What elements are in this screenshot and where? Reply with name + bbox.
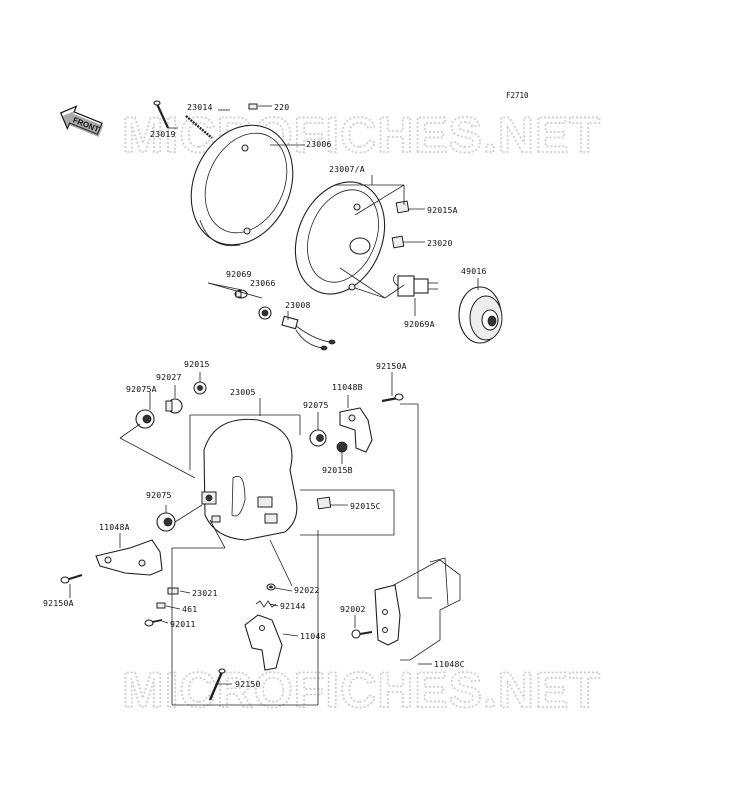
part-92022-washer bbox=[266, 583, 276, 591]
part-92027-collar bbox=[165, 398, 183, 414]
part-92015C-nut bbox=[316, 496, 332, 510]
label-11048C: 11048C bbox=[434, 659, 465, 669]
part-11048B-bracket bbox=[339, 407, 373, 453]
part-23021 bbox=[167, 587, 179, 595]
label-23008: 23008 bbox=[285, 300, 311, 310]
label-92015C: 92015C bbox=[350, 501, 381, 511]
part-92144-spring bbox=[255, 600, 277, 608]
watermark-top: MICROFICHES.NET bbox=[122, 107, 601, 163]
label-23020: 23020 bbox=[427, 238, 453, 248]
part-92150A-bolt-top bbox=[381, 393, 404, 403]
label-220: 220 bbox=[274, 102, 289, 112]
label-92075-left: 92075 bbox=[146, 490, 172, 500]
part-23019-screw bbox=[153, 100, 169, 129]
part-11048A-bracket bbox=[95, 539, 163, 576]
label-11048: 11048 bbox=[300, 631, 326, 641]
label-92150A-left: 92150A bbox=[43, 598, 74, 608]
label-11048A: 11048A bbox=[99, 522, 130, 532]
label-23006: 23006 bbox=[306, 139, 332, 149]
part-92150-bolt bbox=[208, 668, 226, 701]
label-92015A: 92015A bbox=[427, 205, 458, 215]
front-arrow-icon: FRONT bbox=[59, 105, 104, 137]
label-23007A: 23007/A bbox=[329, 164, 365, 174]
part-220 bbox=[248, 103, 258, 110]
part-23006-rim bbox=[190, 124, 294, 247]
part-23007-reflector bbox=[294, 181, 386, 295]
part-92011-screw bbox=[144, 619, 163, 627]
label-11048B: 11048B bbox=[332, 382, 363, 392]
label-23014: 23014 bbox=[187, 102, 213, 112]
label-461: 461 bbox=[182, 604, 197, 614]
leader-lines-upper bbox=[168, 105, 479, 320]
label-92015: 92015 bbox=[184, 359, 210, 369]
part-11048C-bracket bbox=[374, 557, 461, 661]
label-23019: 23019 bbox=[150, 129, 176, 139]
label-92011: 92011 bbox=[170, 619, 196, 629]
label-92002: 92002 bbox=[340, 604, 366, 614]
part-92015-nut bbox=[193, 381, 207, 395]
part-11048-bracket bbox=[244, 614, 283, 671]
figure-code: F2710 bbox=[506, 91, 529, 100]
label-92022: 92022 bbox=[294, 585, 320, 595]
label-23066: 23066 bbox=[250, 278, 276, 288]
part-92075A-grommet bbox=[135, 409, 155, 429]
part-92075-grommet-left bbox=[156, 512, 176, 532]
label-92144: 92144 bbox=[280, 601, 306, 611]
label-92150: 92150 bbox=[235, 679, 261, 689]
part-23005-case bbox=[201, 418, 298, 541]
label-92015B: 92015B bbox=[322, 465, 353, 475]
label-92069A: 92069A bbox=[404, 319, 435, 329]
part-23066-socket bbox=[258, 306, 272, 320]
label-92075A: 92075A bbox=[126, 384, 157, 394]
part-92150A-bolt-left bbox=[60, 573, 83, 584]
part-23014-screw bbox=[185, 115, 213, 139]
label-92027: 92027 bbox=[156, 372, 182, 382]
part-49016-cover bbox=[458, 286, 503, 344]
label-23021: 23021 bbox=[192, 588, 218, 598]
part-23008-wire bbox=[281, 315, 336, 351]
label-92069: 92069 bbox=[226, 269, 252, 279]
leader-lines-lower bbox=[69, 372, 432, 706]
watermark-bottom: MICROFICHES.NET bbox=[122, 662, 601, 718]
label-23005: 23005 bbox=[230, 387, 256, 397]
label-49016: 49016 bbox=[461, 266, 487, 276]
part-92002-bolt bbox=[351, 629, 373, 639]
part-92069A-bulb bbox=[393, 273, 438, 297]
part-92075-grommet-top bbox=[309, 429, 327, 447]
part-461 bbox=[156, 602, 166, 609]
part-92015A-nut bbox=[395, 200, 410, 214]
part-23020 bbox=[391, 235, 405, 249]
label-92075-top: 92075 bbox=[303, 400, 329, 410]
label-92150A-top: 92150A bbox=[376, 361, 407, 371]
part-92015B-nut bbox=[336, 441, 348, 453]
